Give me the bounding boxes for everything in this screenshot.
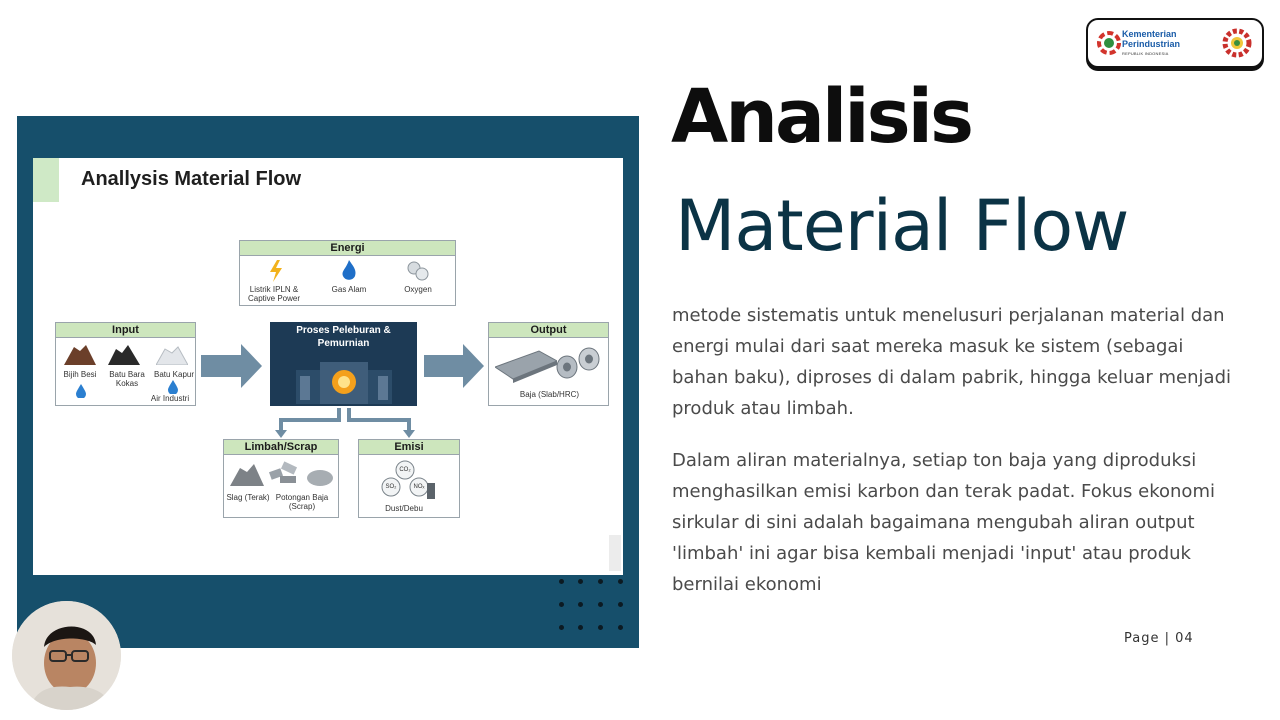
gear-emblem-icon <box>1222 28 1252 58</box>
output-box: Output Baja (Slab/HRC) <box>488 322 609 406</box>
limbah-item-slag: Slag (Terak) <box>226 493 270 502</box>
paragraph-definition: metode sistematis untuk menelusuri perja… <box>672 305 1232 419</box>
arrow-process-to-output <box>424 344 484 388</box>
slide-subheading: Material Flow <box>675 185 1129 267</box>
water-drop-icon-2 <box>168 380 178 394</box>
scroll-stub <box>609 535 621 571</box>
energi-label: Energi <box>240 241 455 256</box>
flow-arrows <box>201 344 484 438</box>
flame-icon <box>342 260 356 280</box>
slag-icon <box>230 464 264 486</box>
emisi-item-nox: NOₓ <box>413 484 425 490</box>
input-item-batu-kapur: Batu Kapur <box>153 370 195 379</box>
page-number: Page | 04 <box>1124 631 1194 646</box>
slide-accent <box>33 158 59 202</box>
emisi-label: Emisi <box>359 440 459 455</box>
emisi-item-so2: SO₂ <box>385 484 397 490</box>
lightning-icon <box>270 260 282 282</box>
paragraph-circular-economy: Dalam aliran materialnya, setiap ton baj… <box>672 450 1215 595</box>
furnace-icon <box>296 362 392 404</box>
debris-icon <box>307 470 333 486</box>
logo-text: Kementerian Perindustrian REPUBLIK INDON… <box>1122 29 1180 59</box>
input-box: Input Bijih Besi Batu Bara Kokas Batu Ka… <box>55 322 196 406</box>
energi-item-gas: Gas Alam <box>331 285 367 294</box>
logo-line-3: REPUBLIK INDONESIA <box>1122 51 1169 56</box>
logo-line-2: Perindustrian <box>1122 39 1181 49</box>
energi-item-listrik: Listrik IPLN & Captive Power <box>247 285 301 303</box>
limbah-item-scrap: Potongan Baja (Scrap) <box>275 493 329 511</box>
kemenperin-logo: Kementerian Perindustrian REPUBLIK INDON… <box>1086 18 1264 68</box>
arrow-process-to-limbah <box>279 408 341 432</box>
input-item-bijih-besi: Bijih Besi <box>63 370 97 379</box>
emisi-box: Emisi CO₂ SO₂ NOₓ Dust/Debu <box>358 439 460 518</box>
dot-pattern <box>556 578 628 634</box>
arrow-input-to-process <box>201 344 262 388</box>
input-item-batu-bara: Batu Bara Kokas <box>109 370 145 388</box>
presenter-webcam <box>12 601 121 710</box>
diagram-title: Anallysis Material Flow <box>81 168 302 190</box>
steel-slab-icon <box>495 350 557 383</box>
diagram-slide: Anallysis Material Flow Energi Listrik I… <box>33 158 623 575</box>
presenter-avatar-icon <box>12 601 121 710</box>
input-label: Input <box>56 323 195 338</box>
process-box: Proses Peleburan & Pemurnian <box>270 322 417 406</box>
slide-heading: Analisis <box>671 74 974 160</box>
iron-ore-icon <box>64 345 96 365</box>
emisi-item-dust: Dust/Debu <box>385 504 423 513</box>
scrap-icon <box>268 461 298 483</box>
coal-icon <box>108 345 140 365</box>
arrow-process-to-emisi <box>347 408 411 432</box>
limbah-box: Limbah/Scrap Slag (Terak) Potongan Baja … <box>223 439 339 518</box>
steel-coil-icon <box>556 347 600 379</box>
emisi-item-co2: CO₂ <box>399 467 411 473</box>
energi-item-oxygen: Oxygen <box>404 285 432 294</box>
output-item-baja: Baja (Slab/HRC) <box>519 390 580 399</box>
water-drop-icon <box>76 384 86 398</box>
process-label: Proses Peleburan & Pemurnian <box>296 325 391 349</box>
limbah-label: Limbah/Scrap <box>224 440 338 455</box>
oxygen-molecule-icon <box>407 261 429 281</box>
gas-bubbles-icon <box>381 460 435 499</box>
limestone-icon <box>156 346 188 365</box>
energi-box: Energi Listrik IPLN & Captive Power Gas … <box>239 240 456 306</box>
input-item-air: Air Industri <box>150 394 190 403</box>
kemenperin-emblem-icon <box>1097 31 1121 55</box>
output-label: Output <box>489 323 608 338</box>
logo-line-1: Kementerian <box>1122 29 1177 39</box>
